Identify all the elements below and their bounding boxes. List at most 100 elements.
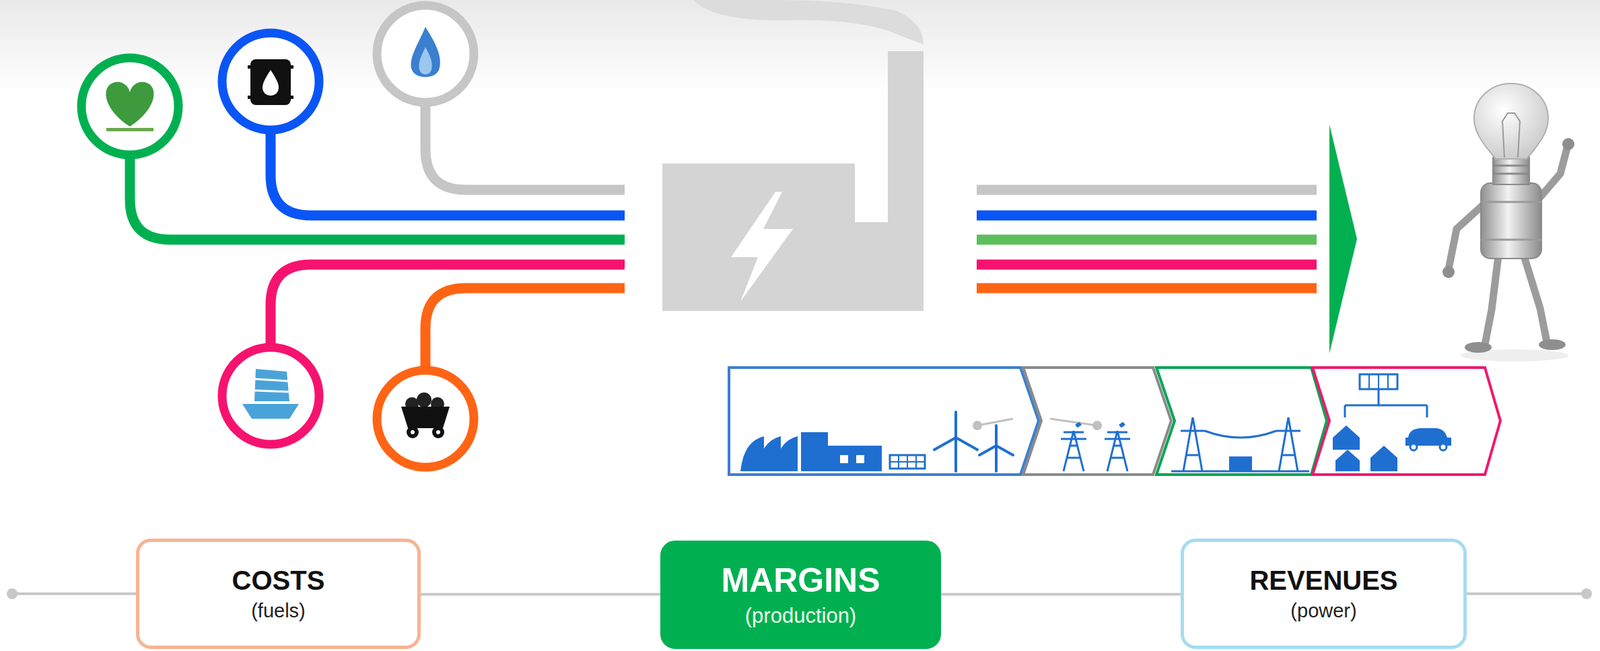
- coal-line: [425, 288, 625, 368]
- box-subtitle: (fuels): [251, 599, 306, 622]
- box-heading: MARGINS: [720, 561, 880, 601]
- filament: [1502, 113, 1520, 158]
- margins-box: MARGINS(production): [660, 540, 942, 649]
- turbine-blade: [955, 437, 978, 450]
- box-subtitle: (power): [1290, 599, 1357, 622]
- output-line: [976, 185, 1317, 196]
- gas-line: [425, 105, 625, 190]
- grass: [106, 127, 154, 132]
- robot-leg: [1523, 255, 1547, 342]
- panel-grid: [1387, 374, 1389, 390]
- robot-leg: [1484, 255, 1499, 345]
- box-heading: COSTS: [232, 564, 326, 596]
- pylon: [1060, 422, 1131, 472]
- timeline-connector: [420, 593, 661, 596]
- base-thread: [1492, 164, 1530, 167]
- house: [1370, 445, 1398, 472]
- sail-stripe: [254, 390, 289, 392]
- bulb-base: [1492, 157, 1530, 185]
- plant-window: [840, 455, 849, 464]
- robot-hand: [1562, 137, 1575, 151]
- substation: [1229, 456, 1252, 472]
- coal-circle: [376, 370, 474, 468]
- roof-solar: [1359, 374, 1398, 390]
- dam-icon: [740, 436, 798, 472]
- houses: [1332, 425, 1452, 472]
- generation-chevron: [728, 367, 1039, 475]
- smoke: [693, 0, 924, 45]
- heart-icon: [105, 82, 154, 127]
- renewables-circle: [81, 57, 179, 155]
- plant-building: [801, 432, 828, 472]
- turbine-blade: [996, 445, 1014, 456]
- plant-window: [856, 455, 865, 464]
- car-wheel: [1439, 443, 1447, 451]
- output-line: [976, 234, 1317, 246]
- timeline-dot: [1581, 588, 1592, 600]
- cart-wheel: [432, 426, 445, 439]
- box-subtitle: (production): [745, 603, 857, 629]
- box-heading: REVENUES: [1249, 564, 1398, 596]
- spark: [1075, 422, 1082, 427]
- power-wire: [1204, 430, 1277, 438]
- plant-building: [827, 445, 882, 472]
- dam-wave: [774, 436, 798, 472]
- costs-box: COSTS (fuels): [135, 538, 421, 649]
- timeline-connector: [941, 593, 1181, 596]
- feed-wire: [1050, 418, 1098, 426]
- wire-node: [1092, 420, 1102, 431]
- output-line: [976, 283, 1317, 294]
- robot-foot: [1464, 341, 1492, 353]
- pylon-frame: [1104, 430, 1131, 472]
- solar-panel: [889, 455, 925, 469]
- shipping-circle: [222, 347, 320, 445]
- turbine-blade: [954, 411, 958, 438]
- timeline-dot: [6, 588, 18, 600]
- distribution-chevron: [1156, 367, 1327, 475]
- car-wheel: [1410, 443, 1417, 451]
- arrow-head: [1329, 124, 1358, 354]
- turbine-blade: [934, 437, 956, 450]
- gas-circle: [376, 5, 474, 103]
- wire-node: [972, 420, 983, 431]
- transmission-chevron: [1023, 367, 1172, 475]
- turbine-mast: [994, 445, 998, 472]
- ship-hull: [242, 403, 299, 419]
- lightning-bolt: [731, 191, 793, 302]
- distribution-lines: [1171, 417, 1310, 472]
- spark: [1119, 422, 1125, 427]
- robot-limbs: [1448, 148, 1568, 345]
- gas-flame-core: [418, 47, 432, 75]
- home-wiring: [1344, 389, 1428, 418]
- revenues-box: REVENUES (power): [1180, 538, 1467, 649]
- sail-stripe: [255, 378, 289, 381]
- cart-wheel: [406, 426, 419, 439]
- factory: [662, 51, 924, 311]
- shipping-line: [270, 264, 625, 345]
- wheel-hub: [410, 430, 415, 435]
- coal-cart: [401, 406, 450, 429]
- turbine-mast: [954, 437, 958, 472]
- coal-lump: [416, 392, 432, 408]
- pylon-frame: [1276, 417, 1301, 472]
- wind-turbine: [934, 411, 1014, 472]
- oil-drop: [262, 70, 279, 96]
- robot-foot: [1538, 339, 1566, 351]
- house: [1332, 425, 1360, 450]
- turbine-blade: [994, 425, 998, 446]
- body-ring: [1480, 201, 1542, 204]
- panel-grid: [1368, 374, 1370, 390]
- house: [1335, 449, 1360, 472]
- output-line: [976, 259, 1317, 270]
- robot-hand: [1442, 265, 1455, 278]
- turbine-blade: [979, 445, 997, 456]
- wheel-hub: [436, 430, 441, 435]
- body-ring: [1480, 238, 1542, 241]
- bulb-glass: [1474, 83, 1549, 159]
- ship-sail: [254, 368, 290, 402]
- barrel-rim: [247, 65, 294, 69]
- feed-wire: [977, 418, 1014, 426]
- oil-circle: [222, 32, 320, 130]
- panel-grid: [889, 461, 925, 463]
